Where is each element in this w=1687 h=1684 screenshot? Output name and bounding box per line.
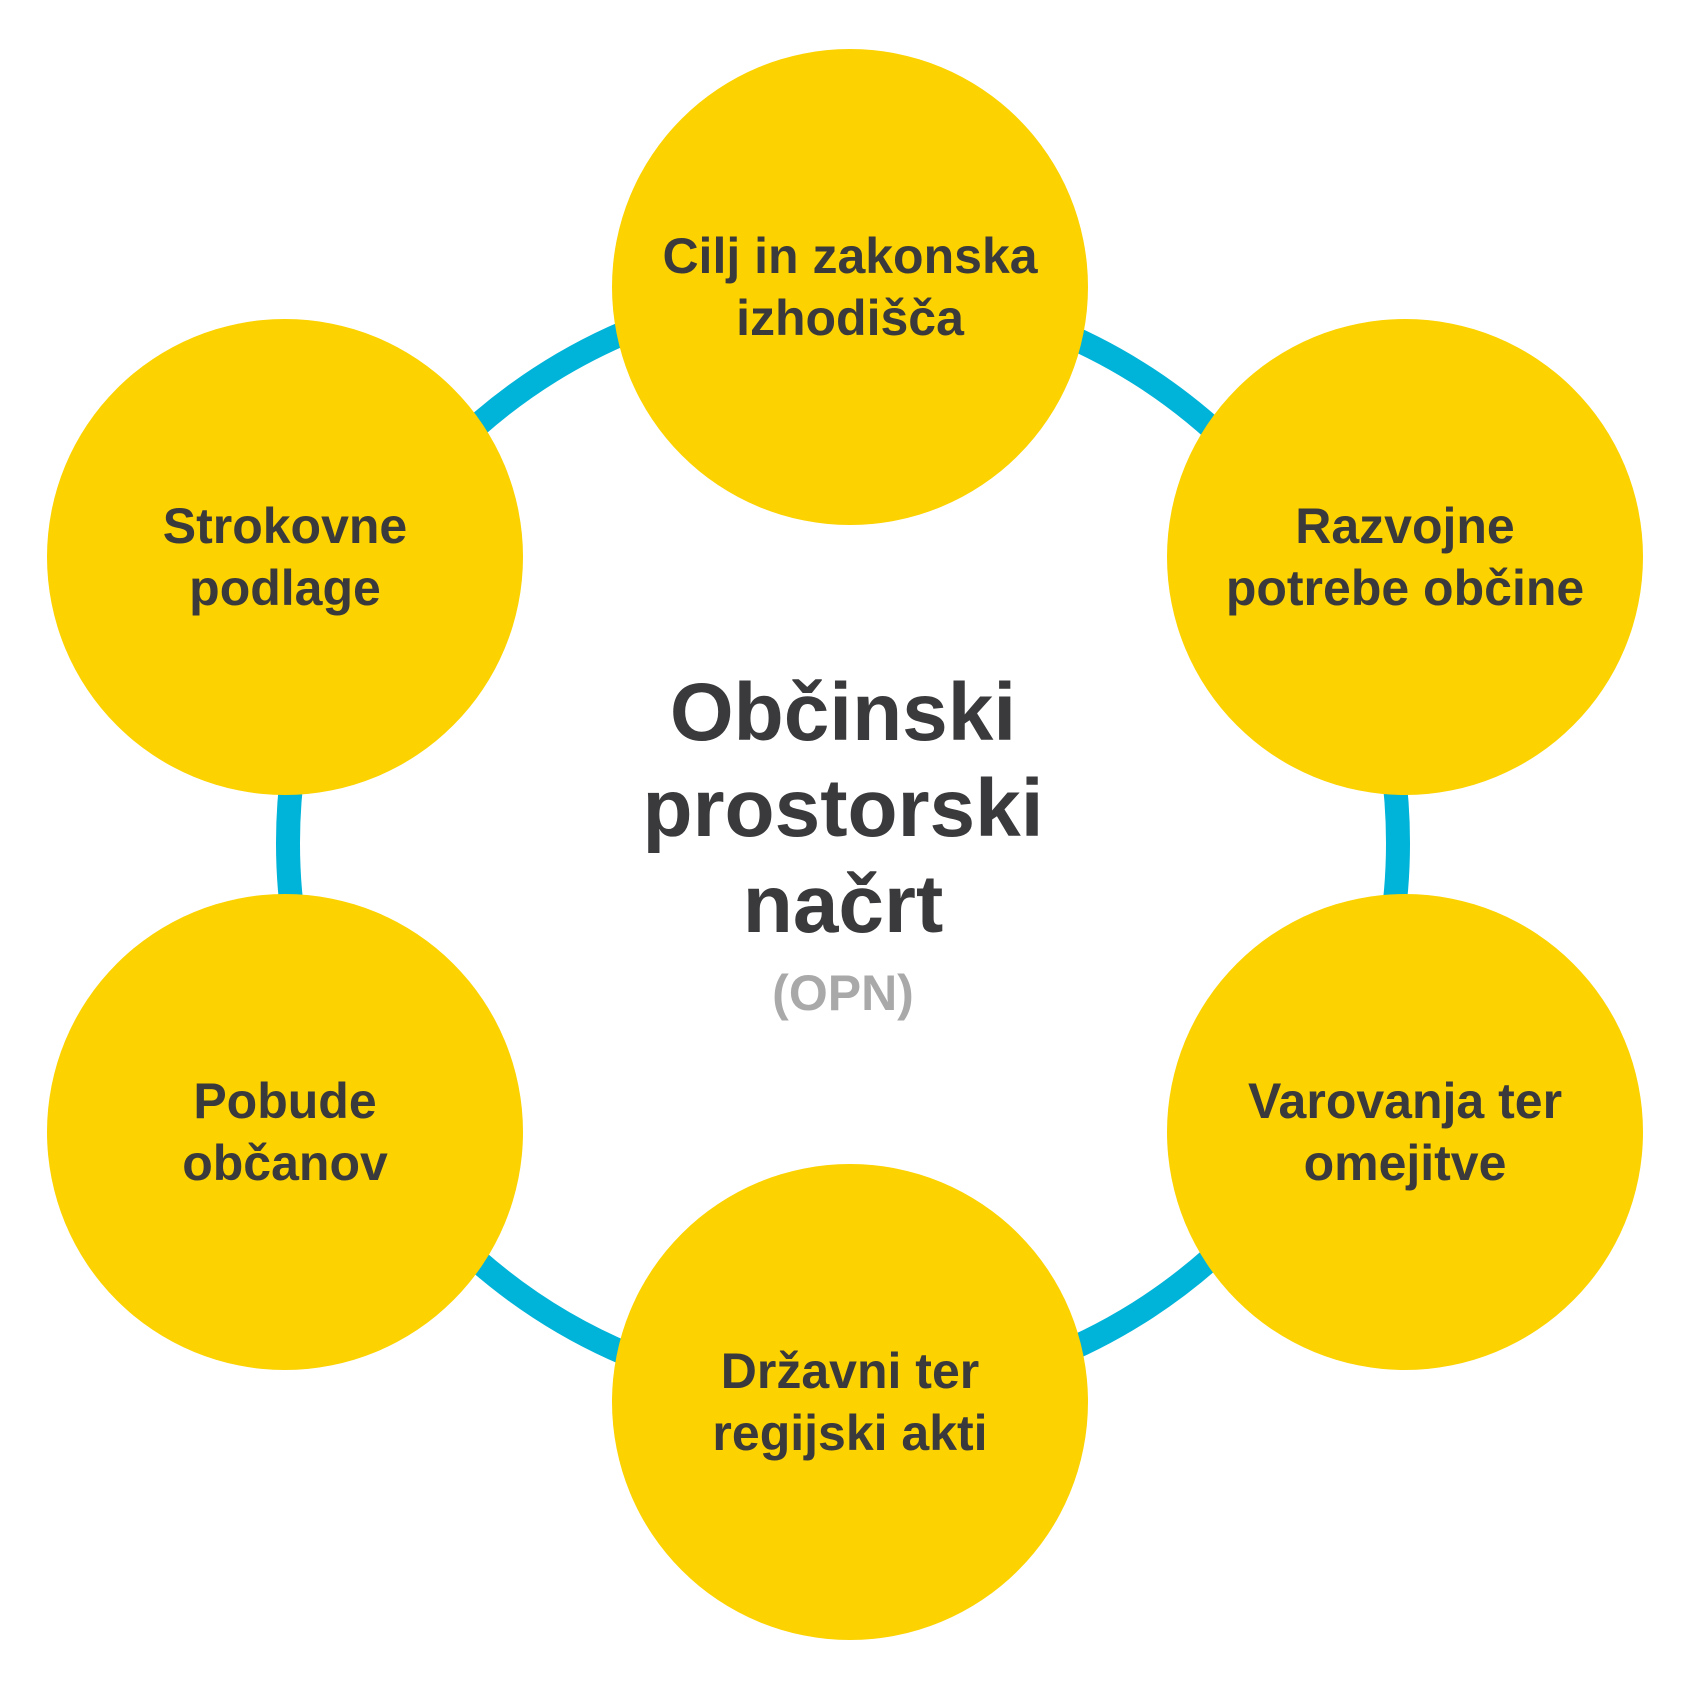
center-subtitle: (OPN) (772, 965, 914, 1021)
node-label-strokovne-line-2: podlage (189, 560, 381, 616)
node-label-strokovne-line-1: Strokovne (163, 498, 408, 554)
node-label-razvojne-line-1: Razvojne (1295, 498, 1515, 554)
center-title-line-2: prostorski (643, 763, 1044, 854)
node-label-razvojne-line-2: potrebe občine (1226, 560, 1584, 616)
node-label-cilj-line-2: izhodišča (736, 290, 965, 346)
node-label-pobude-line-2: občanov (182, 1135, 388, 1191)
node-label-drzavni-line-2: regijski akti (712, 1405, 987, 1461)
node-circle-varovanja (1167, 894, 1643, 1370)
center-title-line-1: Občinski (670, 667, 1016, 758)
center-label: Občinski prostorski načrt (OPN) (643, 667, 1044, 1021)
node-circle-drzavni (612, 1164, 1088, 1640)
node-circle-strokovne (47, 319, 523, 795)
node-circle-cilj (612, 49, 1088, 525)
node-label-varovanja-line-2: omejitve (1304, 1135, 1507, 1191)
node-varovanja: Varovanja ter omejitve (1167, 894, 1643, 1370)
node-label-varovanja-line-1: Varovanja ter (1248, 1073, 1562, 1129)
node-cilj: Cilj in zakonska izhodišča (612, 49, 1088, 525)
node-pobude: Pobude občanov (47, 894, 523, 1370)
node-label-pobude-line-1: Pobude (193, 1073, 376, 1129)
node-label-drzavni-line-1: Državni ter (721, 1343, 979, 1399)
center-title-line-3: načrt (743, 859, 944, 950)
node-strokovne: Strokovne podlage (47, 319, 523, 795)
node-razvojne: Razvojne potrebe občine (1167, 319, 1643, 795)
node-circle-razvojne (1167, 319, 1643, 795)
node-circle-pobude (47, 894, 523, 1370)
node-label-cilj-line-1: Cilj in zakonska (662, 228, 1038, 284)
node-drzavni: Državni ter regijski akti (612, 1164, 1088, 1640)
